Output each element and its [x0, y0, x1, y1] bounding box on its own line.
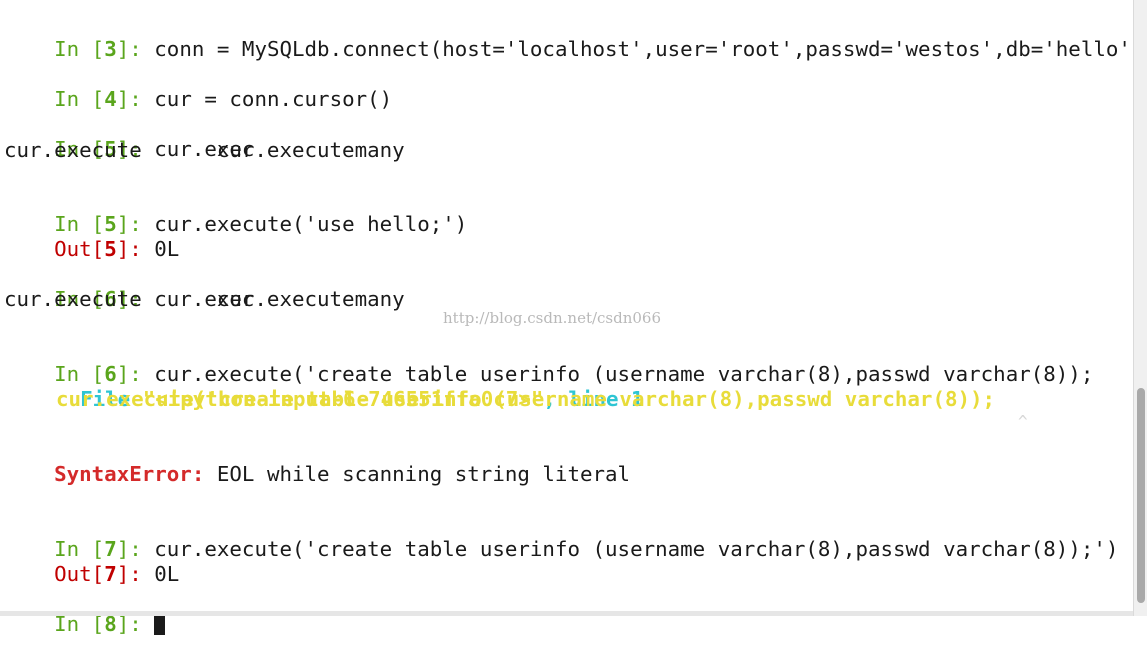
code-text: conn = MySQLdb.connect(host='localhost',… — [154, 37, 1144, 61]
input-line: In [6]: cur.exec — [4, 262, 254, 311]
output-prompt: Out[7]: — [54, 562, 155, 586]
code-text: cur.execute('create table userinfo (user… — [154, 537, 1119, 561]
error-message: EOL while scanning string literal — [204, 462, 631, 486]
input-prompt: In [7]: — [54, 537, 155, 561]
input-prompt: In [5]: — [54, 137, 155, 161]
input-prompt: In [3]: — [54, 37, 155, 61]
window-bottom-edge — [0, 611, 1133, 616]
code-text: cur = conn.cursor() — [154, 87, 393, 111]
traceback-caret: ^ — [1018, 412, 1028, 431]
error-line: SyntaxError: EOL while scanning string l… — [4, 437, 630, 486]
code-text: cur.exec — [154, 287, 255, 311]
completion-list: cur.execute cur.executemany — [4, 287, 405, 311]
input-prompt: In [4]: — [54, 87, 155, 111]
code-text: cur.exec — [154, 137, 255, 161]
output-value: 0L — [154, 562, 180, 586]
code-text: cur.execute('create table userinfo (user… — [154, 362, 1094, 386]
output-prompt: Out[5]: — [54, 237, 155, 261]
traceback-code: cur.execute('create table userinfo (user… — [56, 387, 996, 411]
error-name: SyntaxError: — [54, 462, 205, 486]
input-prompt: In [6]: — [54, 362, 155, 386]
input-line: In [5]: cur.execute('use hello;') — [4, 187, 467, 236]
code-text: cur.execute('use hello;') — [154, 212, 468, 236]
output-line: Out[5]: 0L — [4, 212, 179, 261]
completion-list: cur.execute cur.executemany — [4, 138, 405, 162]
input-line: In [5]: cur.exec — [4, 112, 254, 161]
vertical-scrollbar[interactable] — [1133, 0, 1147, 616]
scrollbar-thumb[interactable] — [1137, 388, 1145, 603]
terminal-output[interactable]: In [3]: conn = MySQLdb.connect(host='loc… — [0, 0, 1143, 636]
output-line: Out[7]: 0L — [4, 537, 179, 586]
input-line: In [6]: cur.execute('create table userin… — [4, 337, 1093, 386]
input-line: In [4]: cur = conn.cursor() — [4, 62, 392, 111]
input-prompt: In [6]: — [54, 287, 155, 311]
active-input-line[interactable]: In [8]: — [4, 587, 166, 636]
watermark: http://blog.csdn.net/csdn066 — [443, 309, 662, 327]
text-cursor — [154, 613, 166, 635]
input-prompt: In [5]: — [54, 212, 155, 236]
traceback-file-path: "<ipython-input-6-746551ffa0c7>" — [142, 387, 544, 411]
output-value: 0L — [154, 237, 180, 261]
input-line: In [7]: cur.execute('create table userin… — [4, 512, 1118, 561]
traceback-line-number: line 1 — [568, 387, 644, 411]
traceback-location: File "<ipython-input-6-746551ffa0c7>", l… — [80, 387, 644, 411]
input-line: In [3]: conn = MySQLdb.connect(host='loc… — [4, 12, 1143, 61]
